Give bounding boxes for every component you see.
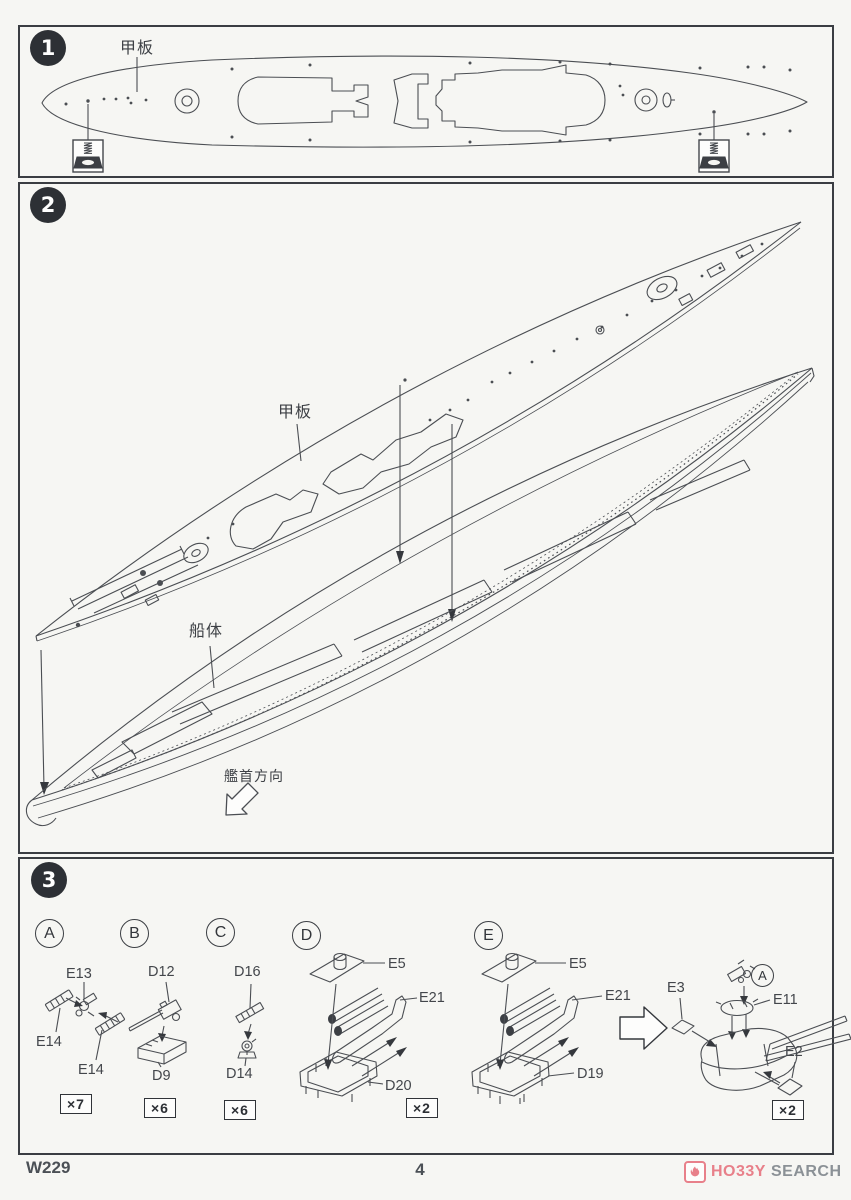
part-label-e14: E14: [36, 1034, 62, 1050]
part-label-e21: E21: [419, 990, 445, 1006]
assembly-d-letter: D: [292, 921, 321, 950]
assembly-e-letter: E: [474, 921, 503, 950]
kit-code: W229: [26, 1158, 71, 1177]
assembly-c-letter: C: [206, 918, 235, 947]
quantity-badge-d: ×2: [406, 1098, 438, 1118]
deck-label-step2: 甲板: [278, 402, 313, 421]
step-1-number: 1: [40, 36, 56, 60]
part-label-d12: D12: [148, 964, 175, 980]
page-number: 4: [415, 1160, 425, 1179]
part-label-d9: D9: [152, 1068, 171, 1084]
part-label-e5: E5: [569, 956, 587, 972]
step-2-badge: 2: [30, 187, 66, 223]
part-label-d14: D14: [226, 1066, 253, 1082]
part-label-e11: E11: [773, 992, 798, 1008]
deck-label-step1: 甲板: [120, 38, 155, 57]
logo-search-text: SEARCH: [770, 1163, 842, 1180]
step-1-badge: 1: [30, 30, 66, 66]
logo-hobby-text: HO33Y: [711, 1163, 766, 1180]
assembly-b-letter: B: [120, 919, 149, 948]
part-label-d19: D19: [577, 1066, 604, 1082]
step-3-number: 3: [41, 868, 57, 892]
step-2-panel: [18, 182, 834, 854]
quantity-badge-final: ×2: [772, 1100, 804, 1120]
quantity-badge-a: ×7: [60, 1094, 92, 1114]
hobby-search-logo: HO33Y SEARCH: [684, 1161, 842, 1183]
step-2-number: 2: [40, 193, 56, 217]
step-1-panel: [18, 25, 834, 178]
part-label-e21: E21: [605, 988, 631, 1004]
step-3-panel: [18, 857, 834, 1155]
part-label-e5: E5: [388, 956, 406, 972]
part-label-e2: E2: [785, 1044, 803, 1060]
quantity-badge-c: ×6: [224, 1100, 256, 1120]
hull-label-step2: 船体: [189, 621, 224, 640]
assembly-a-letter: A: [35, 919, 64, 948]
part-label-e3: E3: [667, 980, 685, 996]
hobby-search-flame-icon: [684, 1161, 706, 1183]
part-label-d16: D16: [234, 964, 261, 980]
quantity-badge-b: ×6: [144, 1098, 176, 1118]
assembly-a-reference-letter: A: [751, 964, 774, 987]
bow-direction-label: 艦首方向: [224, 769, 284, 785]
part-label-e14: E14: [78, 1062, 104, 1078]
step-3-badge: 3: [31, 862, 67, 898]
part-label-e13: E13: [66, 966, 92, 982]
part-label-d20: D20: [385, 1078, 412, 1094]
